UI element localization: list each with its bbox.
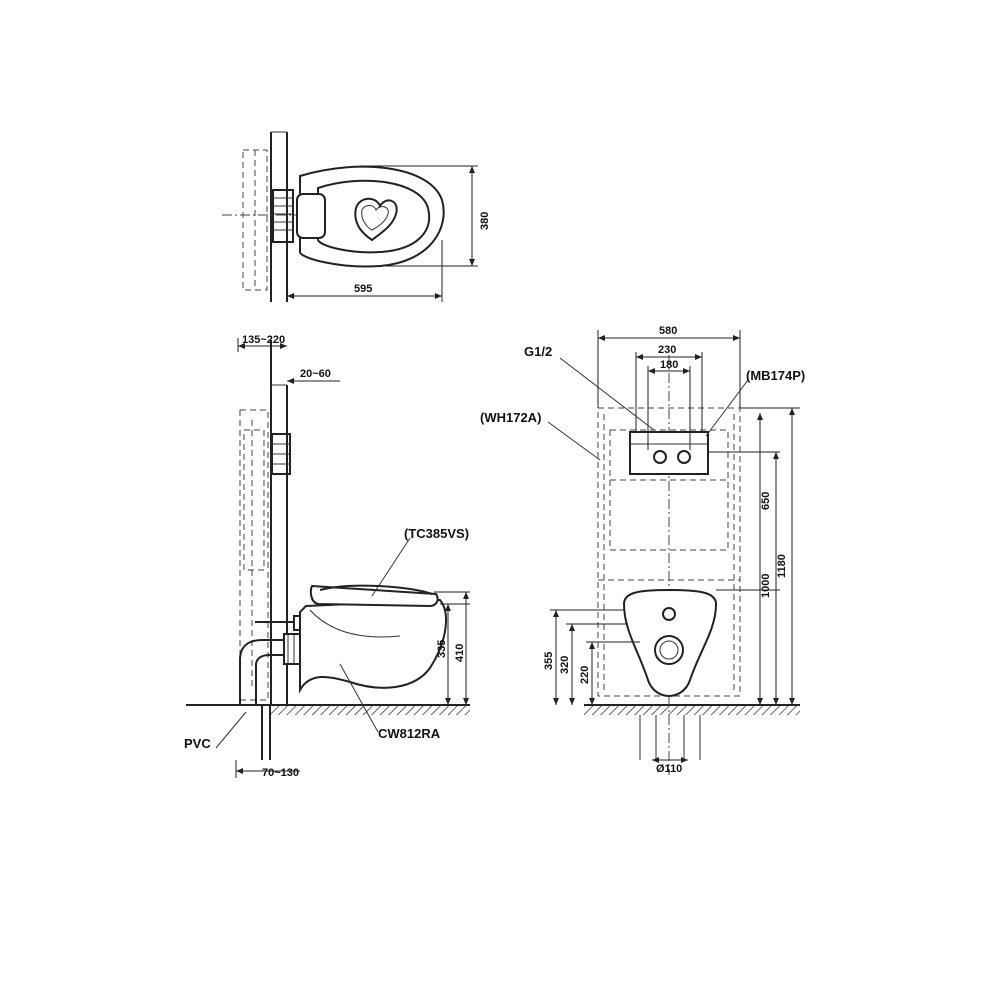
front-bolt-height-dim: 355 <box>543 652 555 670</box>
side-flush-offset-dim: 20~60 <box>300 368 331 380</box>
pvc-label: PVC <box>184 736 211 751</box>
front-drain-height-dim: 220 <box>579 666 591 684</box>
bowl-label: CW812RA <box>378 726 441 741</box>
top-width-dim: 595 <box>354 283 372 295</box>
front-frame-height-dim: 1180 <box>776 554 788 578</box>
front-plate-height-dim: 650 <box>760 492 772 510</box>
front-drain-diameter-dim: Ø110 <box>656 763 682 775</box>
supply-label: G1/2 <box>524 344 552 359</box>
seat-label: (TC385VS) <box>404 526 469 541</box>
plate-label: (MB174P) <box>746 368 805 383</box>
side-pipe-offset-dim: 70~130 <box>262 767 299 779</box>
side-bowl-height-dim: 335 <box>436 640 448 658</box>
top-view: 595 380 <box>222 131 491 302</box>
front-outlet-height-dim: 1000 <box>760 574 772 598</box>
front-inlet-height-dim: 320 <box>559 656 571 674</box>
side-seat-height-dim: 410 <box>454 644 466 662</box>
front-button-spacing-dim: 180 <box>660 359 678 371</box>
top-depth-dim: 380 <box>479 212 491 230</box>
side-frame-depth-dim: 135~220 <box>242 334 285 346</box>
front-view: 580 230 180 650 1000 1180 355 320 220 Ø1… <box>480 325 805 775</box>
front-frame-width-dim: 580 <box>659 325 677 337</box>
side-view: 135~220 20~60 70~130 335 410 (TC385VS) C… <box>184 334 470 779</box>
frame-label: (WH172A) <box>480 410 541 425</box>
front-plate-width-dim: 230 <box>658 344 676 356</box>
